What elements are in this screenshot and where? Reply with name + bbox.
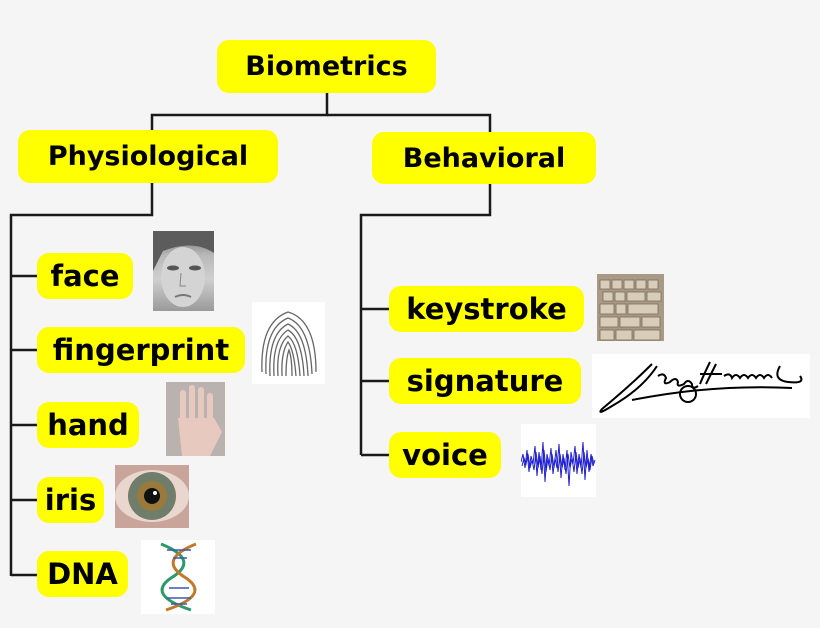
signature-john-hancock [592,354,810,418]
voice-waveform [521,424,596,497]
leaf-node-face: face [37,253,133,299]
keyboard-photo [597,274,664,341]
dna-helix-image [141,540,215,614]
hand-photo [166,382,225,456]
leaf-node-iris: iris [37,477,104,523]
category-node-physiological: Physiological [18,130,278,183]
leaf-node-keystroke: keystroke [389,286,584,332]
leaf-node-fingerprint: fingerprint [37,327,245,373]
leaf-node-signature: signature [389,358,581,404]
leaf-node-voice: voice [389,432,501,478]
category-node-behavioral: Behavioral [372,132,596,184]
leaf-node-hand: hand [37,402,139,448]
face-photo [153,231,214,311]
leaf-node-dna: DNA [37,551,128,597]
fingerprint-image [252,302,325,384]
iris-photo [115,465,189,528]
root-node-biometrics: Biometrics [217,40,436,93]
